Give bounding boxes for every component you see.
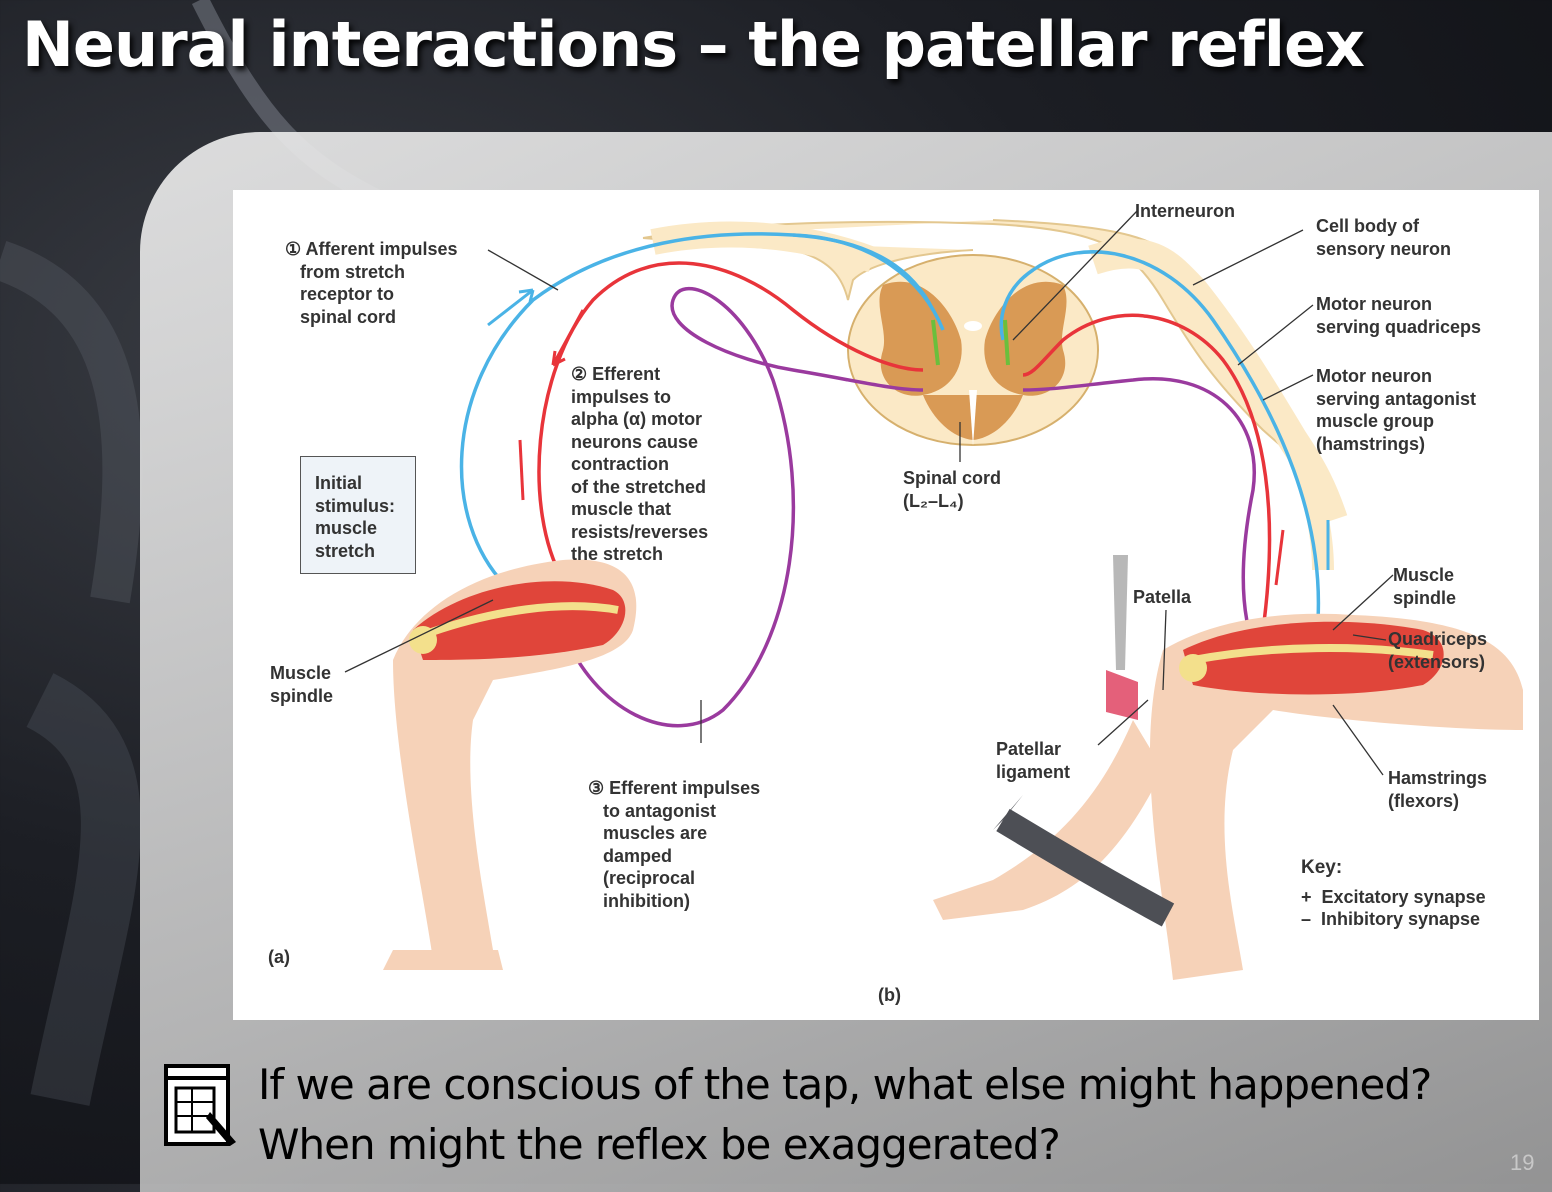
label-patella: Patella — [1133, 587, 1192, 607]
key-inhibitory: – Inhibitory synapse — [1301, 909, 1481, 929]
motor-pathway — [537, 261, 1272, 631]
key-excitatory: + Excitatory synapse — [1301, 887, 1486, 907]
panel-b-label: (b) — [878, 985, 901, 1005]
label-muscle-spindle-a: Muscle spindle — [270, 663, 334, 706]
slide-title: Neural interactions – the patellar refle… — [22, 8, 1365, 81]
patellar-reflex-figure: ① Afferent impulses from stretch recepto… — [233, 190, 1539, 1020]
page-number: 19 — [1510, 1150, 1535, 1175]
label-initial-stimulus: Initial stimulus: muscle stretch — [315, 473, 396, 561]
reflex-illustration — [344, 209, 1523, 980]
label-muscle-spindle-b: Muscle spindle — [1393, 565, 1457, 608]
notepad-pencil-icon — [164, 1064, 236, 1146]
question-line-1: If we are conscious of the tap, what els… — [258, 1060, 1432, 1109]
key-title: Key: — [1301, 857, 1343, 878]
label-motor-antagonist: Motor neuron serving antagonist muscle g… — [1316, 366, 1477, 454]
label-efferent-alpha: ② Efferent impulses to alpha (α) motor n… — [571, 364, 709, 564]
label-hamstrings: Hamstrings (flexors) — [1388, 768, 1488, 811]
left-leg-illustration — [383, 559, 637, 970]
label-spinal-cord: Spinal cord (L₂–L₄) — [903, 468, 1002, 511]
label-efferent-antagonist: ③ Efferent impulses to antagonist muscle… — [588, 778, 761, 911]
discussion-questions: If we are conscious of the tap, what els… — [258, 1055, 1432, 1175]
label-motor-quadriceps: Motor neuron serving quadriceps — [1316, 294, 1482, 337]
right-leg-illustration — [933, 555, 1523, 980]
panel-a-label: (a) — [268, 947, 290, 967]
leader-lines — [344, 209, 1394, 776]
label-interneuron: Interneuron — [1135, 201, 1236, 221]
label-quadriceps: Quadriceps (extensors) — [1388, 629, 1488, 672]
question-line-2: When might the reflex be exaggerated? — [258, 1120, 1061, 1169]
label-patellar-ligament: Patellar ligament — [996, 739, 1071, 782]
initial-stimulus-box — [300, 456, 416, 574]
sensory-pathway — [459, 232, 1321, 621]
label-afferent-impulses: ① Afferent impulses from stretch recepto… — [285, 239, 458, 327]
flow-arrows — [487, 288, 1330, 586]
label-cell-body-sensory: Cell body of sensory neuron — [1316, 216, 1452, 259]
interneuron-pathway — [931, 319, 1010, 366]
